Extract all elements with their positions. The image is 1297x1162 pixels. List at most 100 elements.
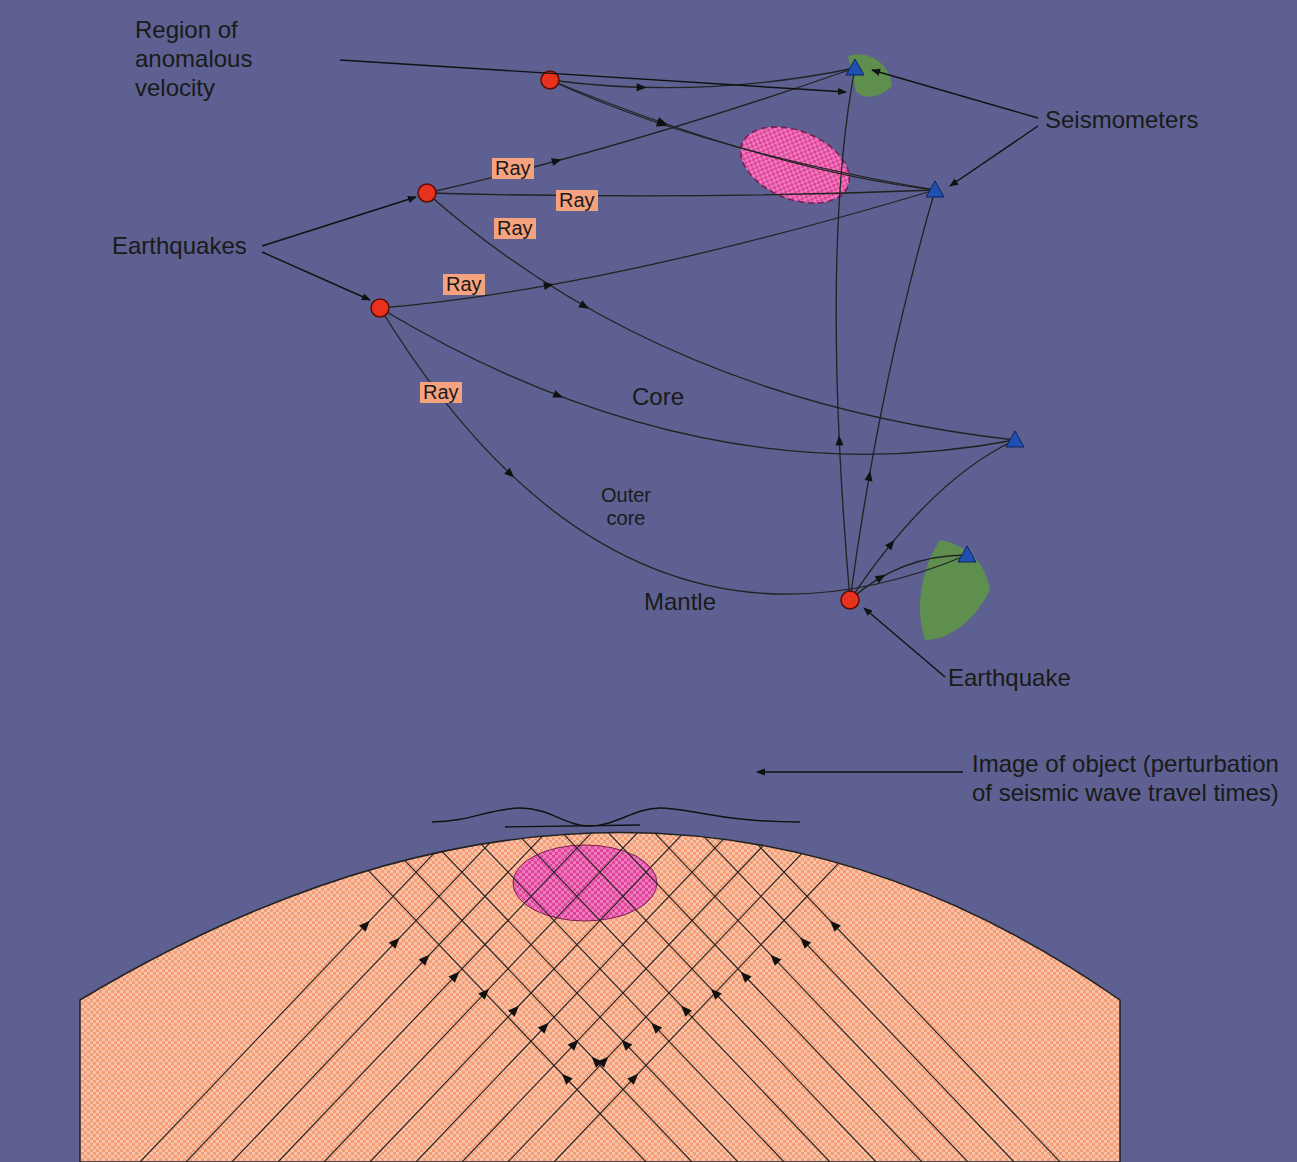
ray-line: [370, 742, 770, 1162]
travel-time-baseline: [505, 825, 640, 827]
ray-arrowheads: [359, 918, 841, 1085]
seismometer-triangle: [958, 546, 976, 562]
ray-arrowhead: [448, 969, 462, 983]
ray-line: [416, 742, 816, 1162]
ray-line: [292, 742, 692, 1162]
ray-arrowhead: [478, 986, 492, 1000]
ray-arrowhead: [797, 935, 811, 949]
ray-line: [568, 742, 968, 1162]
outer-core-circle: Outer core Core: [522, 268, 802, 548]
leader-line: [757, 771, 963, 772]
ray-path: [380, 308, 1015, 454]
ray-path: [427, 190, 935, 196]
ray-arrowhead: [538, 1020, 552, 1034]
ray-path: [850, 190, 935, 600]
leader-line: [262, 197, 416, 246]
earth-surface-crescent: [404, 92, 1040, 728]
ray-arrowhead: [627, 1071, 641, 1085]
ray-arrowhead: [568, 1037, 582, 1051]
ray-line: [232, 742, 632, 1162]
inner-core-circle: Core: [594, 322, 732, 460]
earthquake-dot: [841, 591, 859, 609]
seismometer-symbols: [846, 59, 1024, 562]
leader-line: [950, 126, 1038, 186]
node-outline: [373, 93, 1003, 723]
ray-arrowhead: [865, 470, 875, 481]
earthquake-dot: [371, 299, 389, 317]
ray-path: [380, 190, 935, 308]
ray-arrowhead: [827, 918, 841, 932]
ray-arrowhead: [737, 969, 751, 983]
ray-line: [338, 742, 738, 1162]
region-label: Region of anomalous velocity: [135, 16, 275, 102]
ray-label: Ray: [492, 158, 534, 179]
ray-arrowhead: [359, 918, 373, 932]
ray-arrowhead: [885, 537, 898, 550]
seismometer-triangle: [1006, 431, 1024, 447]
ray-arrowhead: [678, 1003, 692, 1017]
seismometer-triangle: [926, 181, 944, 197]
ray-arrowhead: [637, 83, 647, 91]
ray-line: [614, 742, 1014, 1162]
node-circle: [523, 269, 801, 547]
ray-line: [186, 742, 586, 1162]
layer-name: Mantle: [644, 588, 716, 616]
ray-line: [430, 742, 830, 1162]
leader-lines: [262, 60, 1038, 772]
ray-line: [246, 742, 646, 1162]
leader-line: [262, 252, 370, 300]
ray-arrowhead: [767, 952, 781, 966]
ray-label: Ray: [443, 274, 485, 295]
leader-line: [872, 70, 1038, 118]
ray-line: [140, 742, 540, 1162]
ray-path: [850, 555, 967, 600]
layer-name: Outer core: [595, 484, 657, 530]
ray-path: [850, 440, 1015, 600]
ray-label: Ray: [420, 382, 462, 403]
ray-arrowhead: [551, 156, 563, 166]
ray-label: Ray: [494, 218, 536, 239]
ray-line: [508, 742, 908, 1162]
seismometer-triangle: [846, 59, 864, 75]
ray-arrowhead: [504, 468, 517, 481]
leader-line: [340, 60, 846, 92]
seismic-rays: [380, 68, 1015, 600]
ray-arrowhead: [508, 1003, 522, 1017]
seismometer-label: Seismometers: [1045, 106, 1198, 135]
ray-path: [427, 193, 1015, 440]
ray-arrowhead: [543, 280, 554, 290]
land-patch: [985, 70, 1030, 150]
earthquake-group-label: Earthquakes: [112, 232, 247, 261]
ray-path: [427, 68, 855, 193]
ray-line: [554, 742, 954, 1162]
ray-arrowhead: [588, 1054, 602, 1068]
ray-line: [384, 742, 784, 1162]
ray-arrowhead: [875, 571, 888, 583]
layer-name: Core: [632, 383, 684, 411]
ray-path: [550, 68, 855, 88]
ray-line: [522, 742, 922, 1162]
ray-arrowhead: [389, 935, 403, 949]
ray-line: [476, 742, 876, 1162]
ray-arrowhead: [618, 1037, 632, 1051]
ray-label: Ray: [556, 190, 598, 211]
ray-path: [550, 80, 935, 190]
leader-line: [864, 608, 945, 677]
ray-arrowhead: [552, 390, 564, 401]
ray-path: [380, 308, 967, 594]
ray-arrowhead: [419, 952, 433, 966]
travel-time-curve: [432, 808, 800, 826]
land-patch: [1004, 220, 1030, 262]
cross-section-panel: [80, 833, 1120, 1162]
mantle-circle: Mantle Outer core Core: [373, 93, 1003, 723]
ray-path: [550, 80, 935, 190]
ray-line: [462, 742, 862, 1162]
earthquake-dot: [418, 184, 436, 202]
image-caption-label: Image of object (perturbation of seismic…: [972, 750, 1284, 808]
anomaly-region: [729, 112, 860, 218]
node-circle: [374, 94, 1002, 722]
ray-arrowhead: [835, 435, 843, 445]
ray-arrowhead: [578, 300, 591, 312]
